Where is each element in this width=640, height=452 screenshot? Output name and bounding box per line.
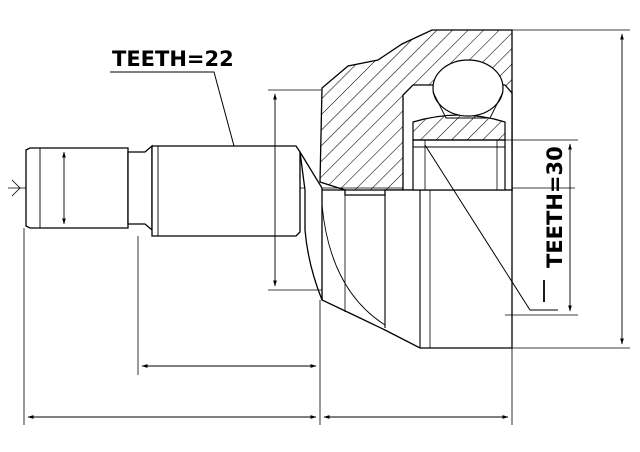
- axis-end-mark: [11, 179, 21, 197]
- shaft-thread-section: [25, 147, 129, 229]
- label-housing-teeth: TEETH=30: [543, 146, 567, 268]
- ball-element: [432, 59, 504, 117]
- shaft-neck: [127, 144, 153, 232]
- shaft-shoulder: [299, 151, 323, 301]
- leader-shaft-teeth: [110, 71, 235, 147]
- inner-race: [412, 59, 506, 191]
- leader-housing-teeth: [424, 144, 558, 311]
- shaft-spline-section: [151, 145, 301, 237]
- stub-shaft: [25, 144, 323, 301]
- cage-hatched-section: [412, 114, 506, 141]
- inner-race-body: [412, 139, 506, 191]
- housing-lower-body: [319, 189, 513, 349]
- label-shaft-teeth: TEETH=22: [112, 47, 234, 71]
